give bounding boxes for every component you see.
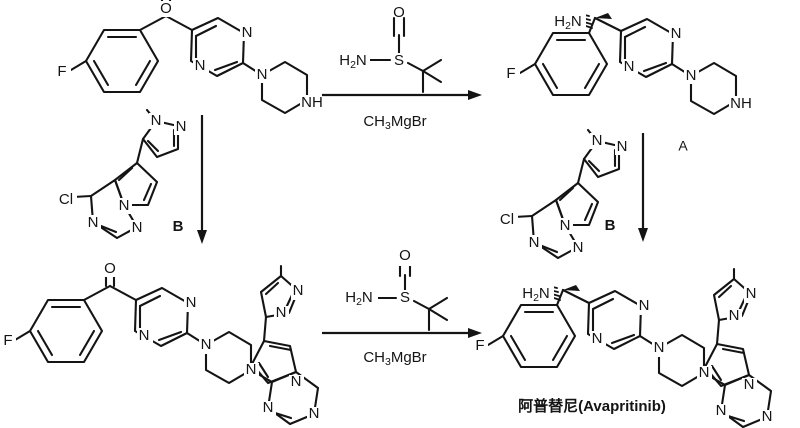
- atom-n-br-2: N: [617, 138, 628, 155]
- atom-O-top: O: [160, 0, 172, 17]
- atom-H2N-A: H2N: [554, 13, 582, 32]
- atom-n-bottomleft-2: N: [139, 327, 150, 344]
- structure-start-material: F O N N N NH: [57, 0, 321, 115]
- label-compound-A: A: [678, 138, 688, 154]
- atom-n-final-8: N: [729, 307, 740, 324]
- atom-o-bottomleft: O: [104, 260, 116, 277]
- step-label-B-right: B: [605, 217, 616, 234]
- atom-n-final-4: N: [699, 364, 710, 381]
- reaction-arrow-1: [322, 90, 482, 100]
- mask-s-top: [392, 53, 407, 69]
- atom-n-bottomleft-1: N: [186, 294, 197, 311]
- structure-reagent-B-left: N N N Cl N N: [58, 108, 186, 240]
- reagent-grignard-top: CH3MgBr: [363, 113, 426, 132]
- atom-n-final-6: N: [716, 402, 727, 419]
- reagent-sulfinamide-top: O H2N S: [341, 4, 443, 94]
- atom-n-bl-2: N: [176, 118, 187, 135]
- atom-F-A: F: [506, 65, 515, 82]
- atom-n-bl-5: N: [132, 219, 143, 236]
- atom-f-final: F: [475, 337, 484, 354]
- atom-h2n-final: H2N: [522, 285, 550, 304]
- atom-n-bottomleft-5: N: [291, 373, 302, 390]
- atom-n-bottomleft-4: N: [246, 361, 257, 378]
- label-masks-bottom-left: [0, 261, 322, 423]
- label-masks-final: [472, 285, 775, 426]
- reagent-grignard-bottom: CH3MgBr: [363, 349, 426, 368]
- atom-n-final-2: N: [592, 330, 603, 347]
- atom-N-A-1: N: [671, 25, 682, 42]
- atom-n-br-1: N: [592, 132, 603, 149]
- atom-n-bottomleft-3: N: [201, 336, 212, 353]
- atom-N-top2: N: [195, 57, 206, 74]
- label-masks-compound-A: [504, 13, 753, 112]
- atom-n-bottomleft-9: N: [293, 282, 304, 299]
- atom-h2n-top-label: H2N: [339, 52, 367, 71]
- atom-NH-top: NH: [301, 94, 323, 111]
- atom-n-br-3: N: [560, 217, 571, 234]
- atom-F-top: F: [57, 63, 66, 80]
- atom-n-final-5: N: [744, 376, 755, 393]
- label-masks-B-left: [56, 113, 189, 236]
- atom-n-bl-3: N: [119, 197, 130, 214]
- atom-n-br-4: N: [529, 234, 540, 251]
- reaction-arrow-right-vertical: [638, 133, 648, 242]
- reaction-arrow-left-vertical: [197, 115, 207, 244]
- atom-N-top3: N: [257, 66, 268, 83]
- label-masks-B-right: [497, 133, 630, 256]
- reaction-arrow-2: [322, 328, 482, 338]
- atom-o-sulfinamide-bottom: O: [399, 247, 411, 264]
- atom-n-bottomleft-8: N: [276, 304, 287, 321]
- atom-n-final-1: N: [639, 297, 650, 314]
- atom-N-A-2: N: [624, 58, 635, 75]
- atom-n-final-9: N: [746, 285, 757, 302]
- atom-s-sulfinamide-bottom: S: [400, 289, 410, 306]
- atom-cl-bl: Cl: [59, 191, 73, 208]
- atom-N-A-piperazine-1: N: [686, 67, 697, 84]
- atom-n-bottomleft-6: N: [263, 399, 274, 416]
- mask-product-name: [498, 395, 688, 417]
- atom-n-bl-1: N: [151, 112, 162, 129]
- atom-N-top1: N: [242, 24, 253, 41]
- atom-n-br-5: N: [573, 239, 584, 256]
- product-name-label: 阿普替尼(Avapritinib): [518, 397, 666, 415]
- label-masks-start: [55, 1, 324, 111]
- atom-n-final-3: N: [654, 339, 665, 356]
- atom-n-bl-4: N: [88, 214, 99, 231]
- atom-O-sulfinamide-top: O: [393, 4, 405, 21]
- atom-cl-br: Cl: [500, 211, 514, 228]
- mask-h2n-top: [340, 52, 370, 69]
- atom-n-final-7: N: [762, 408, 773, 425]
- atom-f-bottomleft: F: [3, 332, 12, 349]
- atom-h2n-sulfinamide-bottom: H2N: [345, 289, 373, 308]
- atom-NH-A-piperazine: NH: [730, 95, 752, 112]
- atom-n-bottomleft-7: N: [309, 405, 320, 422]
- step-label-B-left: B: [173, 218, 184, 235]
- label-masks-sulfinamide-bottom: [346, 250, 413, 307]
- atom-s-top-label: S: [394, 52, 404, 69]
